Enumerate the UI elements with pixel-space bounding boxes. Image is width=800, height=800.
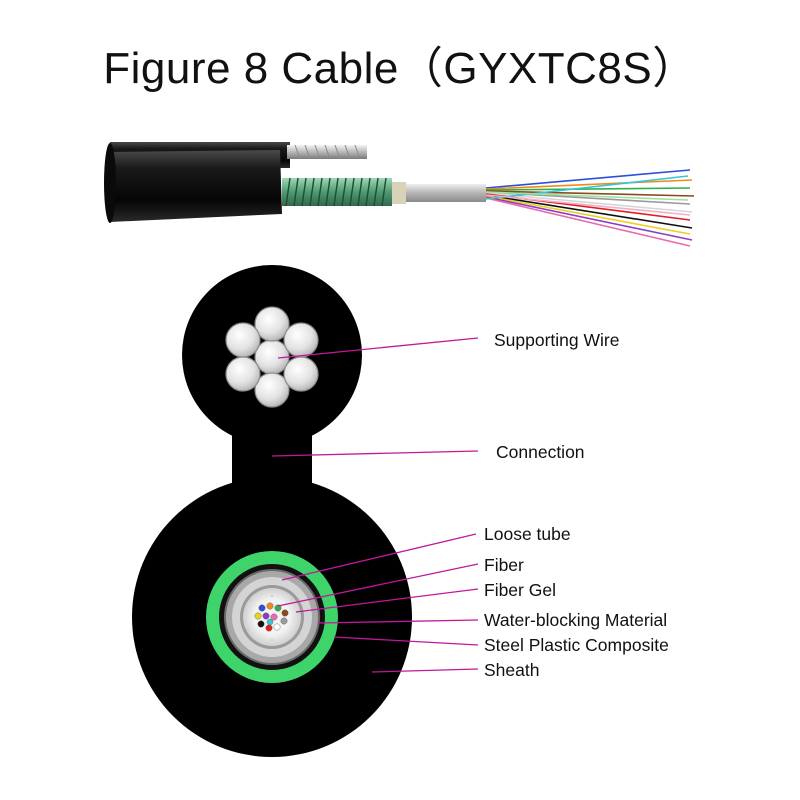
label-connection: Connection	[496, 442, 585, 462]
labels: Supporting Wire Connection Loose tube Fi…	[484, 330, 669, 680]
figure-title: Figure 8 Cable（GYXTC8S）	[103, 44, 697, 93]
label-sheath: Sheath	[484, 660, 539, 680]
leader-steel-plastic	[333, 636, 479, 646]
leader-sheath	[371, 668, 479, 673]
label-water-blocking: Water-blocking Material	[484, 610, 667, 630]
fiber-bundle	[254, 602, 289, 632]
fiber-fanout	[485, 169, 695, 247]
label-steel-plastic: Steel Plastic Composite	[484, 635, 669, 655]
leader-lines	[271, 337, 479, 673]
supporting-wire-strands	[225, 306, 319, 408]
leader-loose-tube	[281, 533, 477, 581]
label-fiber: Fiber	[484, 555, 524, 575]
label-fiber-gel: Fiber Gel	[484, 580, 556, 600]
leader-connection	[271, 450, 479, 457]
leader-fiber	[277, 563, 479, 607]
cross-section	[132, 265, 412, 757]
leader-water-blocking	[317, 619, 479, 624]
label-supporting-wire: Supporting Wire	[494, 330, 619, 350]
loose-tube-side	[392, 184, 486, 202]
outer-jacket	[110, 150, 282, 222]
leader-fiber-gel	[295, 588, 479, 613]
cable-side-view	[104, 142, 695, 247]
label-loose-tube: Loose tube	[484, 524, 571, 544]
leader-supporting-wire	[277, 337, 479, 359]
